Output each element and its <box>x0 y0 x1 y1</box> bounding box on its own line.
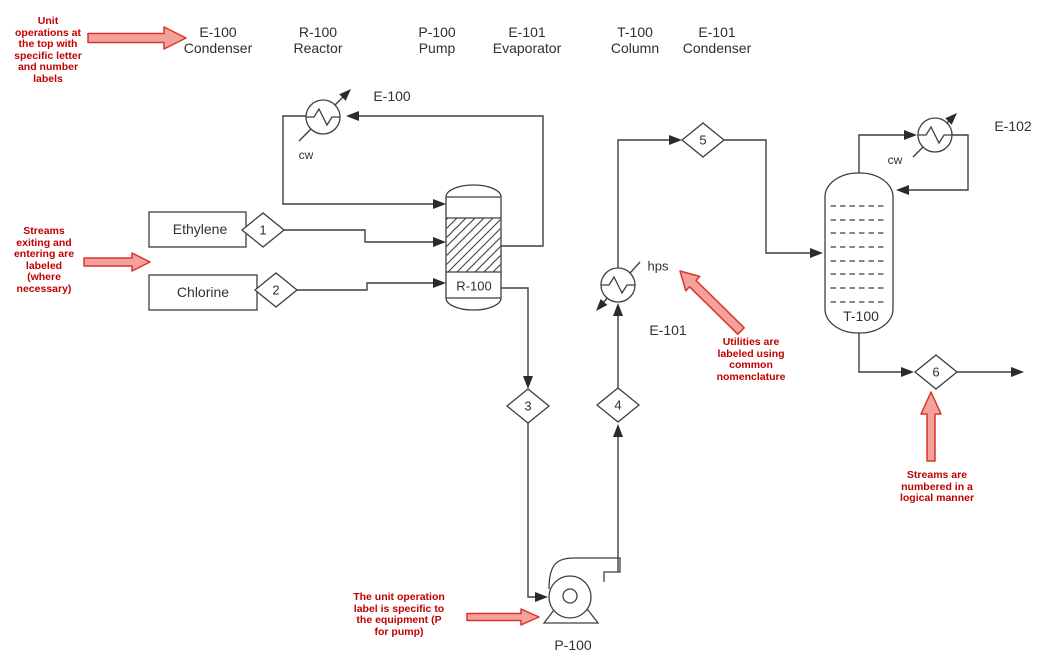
header-unit-p100-pump: P-100 Pump <box>418 24 456 56</box>
annotation-stream-numbering: Streams are numbered in a logical manner <box>899 469 975 504</box>
annotation-utilities: Utilities are labeled using common nomen… <box>716 336 786 383</box>
header-unit-e101-evaporator: E-101 Evaporator <box>492 24 562 56</box>
annotation-arrow-pump <box>466 608 540 626</box>
heat-exchanger-e101 <box>596 261 641 311</box>
exchanger-coil-icon <box>601 275 635 295</box>
label-e100: E-100 <box>373 88 411 104</box>
annotation-arrows <box>83 26 942 626</box>
process-lines <box>282 115 1012 598</box>
stream-diamond-4 <box>595 387 641 423</box>
feed-box-ethylene <box>148 211 247 248</box>
hps-utility-arrowhead <box>596 299 608 311</box>
arrow-into-stream3 <box>523 376 533 389</box>
column-trays <box>830 205 888 303</box>
stream-number-3: 3 <box>524 398 532 414</box>
arrow-into-column <box>810 248 823 258</box>
cw-utility-arrowhead <box>339 89 351 101</box>
annotation-arrow-utilities <box>679 270 745 335</box>
annotation-arrow-numbering <box>920 391 942 462</box>
label-chlorine: Chlorine <box>176 284 230 300</box>
stream-diamonds <box>240 122 959 424</box>
column-t100 <box>824 172 894 334</box>
arrow-into-stream4 <box>613 424 623 437</box>
pipe-reactor-to-e100 <box>358 115 544 247</box>
header-unit-e100-condenser: E-100 Condenser <box>183 24 253 56</box>
stream-number-2: 2 <box>272 282 280 298</box>
cw-utility-arrowhead <box>945 113 957 125</box>
pipe-to-column <box>724 139 811 254</box>
pump-p100 <box>542 557 621 624</box>
annotation-arrow-streams <box>83 252 151 272</box>
stream-number-6: 6 <box>932 364 940 380</box>
heat-exchanger-e102 <box>912 113 957 158</box>
arrow-into-e101 <box>613 303 623 316</box>
pipe-stream1 <box>284 229 434 243</box>
heat-exchanger-e100 <box>298 89 351 142</box>
stream-diamond-2 <box>253 272 299 308</box>
pump-impeller-icon <box>562 588 578 604</box>
header-unit-e101-condenser: E-101 Condenser <box>682 24 752 56</box>
arrow-into-pump <box>535 592 548 602</box>
pipe-column-bottom <box>858 333 902 373</box>
reactor-section-lines <box>446 196 501 299</box>
stream-diamond-5 <box>680 122 726 158</box>
arrow-reflux-return <box>896 185 909 195</box>
feed-box-chlorine <box>148 274 258 311</box>
pipe-e101-up <box>617 139 670 268</box>
label-cw-e100: cw <box>298 148 314 162</box>
arrow-into-stream6 <box>901 367 914 377</box>
arrow-into-reactor-mid <box>433 237 446 247</box>
label-cw-e102: cw <box>887 153 903 167</box>
flow-arrowheads <box>346 111 1024 602</box>
stream-diamond-6 <box>913 354 959 390</box>
pipe-stream2 <box>297 282 434 291</box>
pump-body <box>548 575 592 619</box>
stream-diamond-3 <box>505 388 551 424</box>
stream-number-5: 5 <box>699 132 707 148</box>
arrow-product-exit <box>1011 367 1024 377</box>
arrow-into-e102 <box>904 130 917 140</box>
annotation-pump-label: The unit operation label is specific to … <box>353 591 445 638</box>
arrow-into-reactor-bot <box>433 278 446 288</box>
header-unit-t100-column: T-100 Column <box>610 24 660 56</box>
label-p100: P-100 <box>554 637 592 653</box>
arrow-into-e100 <box>346 111 359 121</box>
column-vessel <box>824 172 894 334</box>
label-ethylene: Ethylene <box>172 221 228 237</box>
annotation-arrow-unit-ops <box>87 26 187 50</box>
stream-diamond-1 <box>240 212 286 248</box>
pipe-e100-to-reactor <box>282 115 434 205</box>
header-unit-r100-reactor: R-100 Reactor <box>293 24 343 56</box>
label-e101: E-101 <box>649 322 687 338</box>
pipe-column-to-e102 <box>858 134 905 173</box>
pipe-reactor-bottom <box>501 287 529 377</box>
exchanger-coil-icon <box>306 107 340 127</box>
label-hps: hps <box>647 258 669 274</box>
feed-boxes <box>148 211 258 311</box>
stream-number-1: 1 <box>259 222 267 238</box>
annotation-streams-labeled: Streams exiting and entering are labeled… <box>13 225 75 295</box>
stream-number-4: 4 <box>614 397 622 413</box>
arrow-into-stream5 <box>669 135 682 145</box>
pipe-to-pump <box>527 423 536 598</box>
arrow-into-reactor-top <box>433 199 446 209</box>
annotation-unit-ops: Unit operations at the top with specific… <box>14 15 82 85</box>
reactor-catalyst-bed <box>446 218 501 272</box>
label-r100: R-100 <box>456 278 492 294</box>
label-e102: E-102 <box>994 118 1032 134</box>
label-t100: T-100 <box>843 308 879 324</box>
pipe-e102-return <box>908 134 969 191</box>
reactor-r100 <box>445 184 502 311</box>
exchanger-coil-icon <box>918 125 952 145</box>
